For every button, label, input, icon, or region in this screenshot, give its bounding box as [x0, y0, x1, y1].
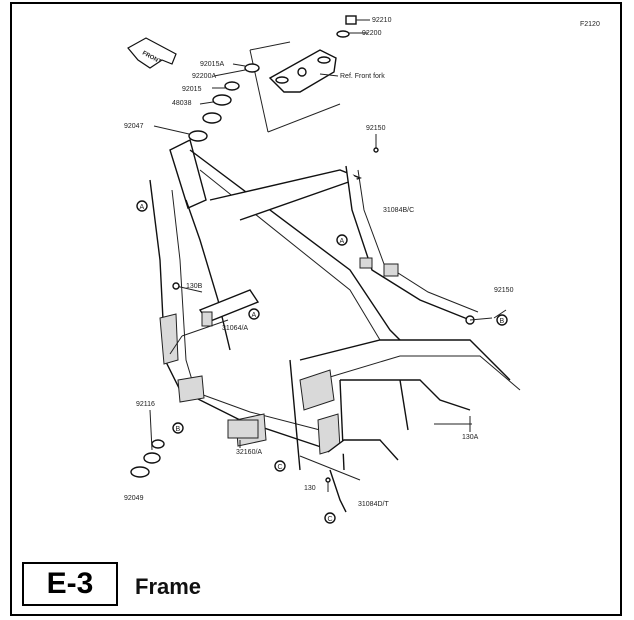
- svg-text:A: A: [340, 238, 345, 245]
- svg-text:A: A: [140, 204, 145, 211]
- label-92015a: 92015A: [200, 61, 224, 68]
- label-92015: 92015: [182, 86, 202, 93]
- svg-text:A: A: [252, 312, 257, 319]
- left-bearing-seal: [130, 409, 165, 478]
- label-130b: 130B: [186, 283, 203, 290]
- label-32160: 32160/A: [236, 449, 262, 456]
- label-92049: 92049: [124, 495, 144, 502]
- label-130: 130: [304, 485, 316, 492]
- label-31084d: 31084D/T: [358, 501, 389, 508]
- label-92200: 92200: [362, 30, 382, 37]
- diagram-border: [10, 2, 622, 616]
- label-130a: 130A: [462, 434, 479, 441]
- svg-text:B: B: [500, 318, 505, 325]
- label-48038: 48038: [172, 100, 192, 107]
- svg-text:B: B: [176, 426, 181, 433]
- label-92200a: 92200A: [192, 73, 216, 80]
- callout-b-lower: B: [172, 422, 184, 434]
- bottom-frame-rail: [299, 439, 399, 513]
- ref-front-fork-note: Ref. Front fork: [340, 73, 385, 80]
- callout-c-bottom: C: [324, 512, 336, 524]
- label-92047: 92047: [124, 123, 144, 130]
- callout-c-left: C: [274, 460, 286, 472]
- main-frame: [149, 138, 521, 471]
- callout-a-right: A: [336, 234, 348, 246]
- svg-text:C: C: [278, 464, 283, 471]
- section-code-box: E-3: [22, 562, 118, 606]
- callout-a-left: A: [248, 308, 260, 320]
- rear-bolt: [434, 416, 472, 432]
- front-arrow-icon: FRONT: [127, 37, 177, 69]
- label-92210: 92210: [372, 17, 392, 24]
- steering-stem-nut: [336, 15, 370, 38]
- figure-id: F2120: [580, 21, 600, 28]
- upper-bracket: [249, 41, 341, 133]
- section-title: Frame: [135, 574, 202, 599]
- svg-text:C: C: [328, 516, 333, 523]
- left-subframe: [169, 282, 260, 355]
- label-92150-right: 92150: [494, 287, 514, 294]
- right-frame-rail: [345, 144, 507, 325]
- callout-b-rear: B: [496, 314, 508, 326]
- label-31084b: 31084B/C: [383, 207, 414, 214]
- section-code: E-3: [46, 567, 94, 600]
- lower-crossmember: [227, 419, 259, 448]
- label-31064: 31064/A: [222, 325, 248, 332]
- callout-a-upper: A: [136, 200, 148, 212]
- label-92150-top: 92150: [366, 125, 386, 132]
- steering-bearing-stack: [153, 63, 260, 142]
- label-92116: 92116: [136, 401, 155, 408]
